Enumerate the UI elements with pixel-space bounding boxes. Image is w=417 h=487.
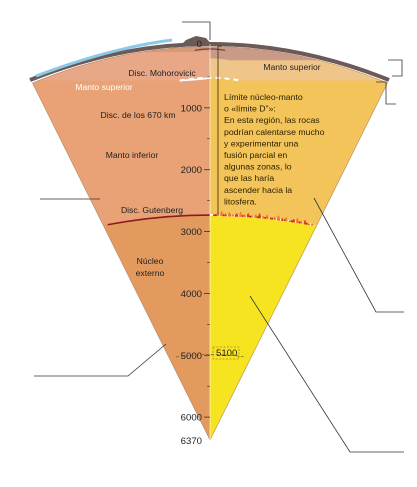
depth-tick-label: 2000 xyxy=(181,165,202,176)
mountain-bump xyxy=(180,36,212,46)
leader-right-d-layer xyxy=(313,197,404,313)
depth-tick-label: 5000 xyxy=(181,351,202,362)
annotation-line: En esta región, las rocas xyxy=(224,115,320,125)
label-upper-mantle-left: Manto superior xyxy=(75,82,132,92)
leader-lines xyxy=(34,21,404,453)
d-layer-plumes xyxy=(212,210,311,226)
annotation-line: algunas zonas, lo xyxy=(224,162,292,172)
d-layer-plume xyxy=(269,217,273,220)
depth-tick-label: 6370 xyxy=(181,436,202,447)
d-layer-plume xyxy=(227,211,231,217)
label-outer-core-line1: Núcleo xyxy=(137,256,164,266)
label-upper-mantle-right: Manto superior xyxy=(263,62,320,72)
inner-core-depth-mark: 5100 xyxy=(216,348,237,359)
d-layer-plume xyxy=(288,219,292,222)
d-layer-plume xyxy=(303,220,307,225)
depth-tick-label: 6000 xyxy=(181,413,202,424)
d-layer-plume xyxy=(276,215,281,221)
label-lower-mantle: Manto inferior xyxy=(106,150,159,160)
inner-core-dashed-arc xyxy=(175,354,247,358)
transition-zone-fill xyxy=(210,46,388,81)
depth-tick-label: 0 xyxy=(197,39,202,50)
d-layer-plume xyxy=(231,214,235,217)
annotation-line: o «límite D"»: xyxy=(224,104,276,114)
annotation-line: Límite núcleo-manto xyxy=(224,92,303,102)
annotation-text: Límite núcleo-manto o «límite D"»:En esta… xyxy=(224,92,325,206)
d-layer-plume xyxy=(307,223,311,226)
leader-right-second xyxy=(376,81,396,105)
d-layer-plume xyxy=(257,213,262,219)
leader-top-center xyxy=(182,21,211,40)
label-gutenberg: Disc. Gutenberg xyxy=(121,205,183,215)
annotation-line: que las haría xyxy=(224,173,274,183)
leader-right-core xyxy=(249,295,404,453)
d-layer-plume xyxy=(239,211,243,217)
inner-core-mark-frame xyxy=(212,346,240,360)
d-layer-plume xyxy=(280,218,284,221)
annotation-line: fusión parcial en xyxy=(224,150,287,160)
d-layer-plume xyxy=(265,214,269,220)
annotation-line: ascender hacia la xyxy=(224,185,292,195)
d-layer-plume xyxy=(246,213,250,218)
label-outer-core-line2: externo xyxy=(136,268,165,278)
d-layer-plume xyxy=(220,210,224,217)
leader-right-top xyxy=(388,59,403,77)
depth-tick-label: 1000 xyxy=(181,103,202,114)
depth-tick-label: 3000 xyxy=(181,227,202,238)
d-layer-plume xyxy=(273,216,277,220)
annotation-line: podrían calentarse mucho xyxy=(224,127,325,137)
depth-scale: 0 1000 2000 3000 4000 5000 6000 6370 xyxy=(181,39,210,447)
d-layer-plume xyxy=(254,214,258,218)
d-layer-plume xyxy=(292,218,296,223)
d-layer-plume xyxy=(223,213,228,217)
d-layer-plume xyxy=(295,217,300,224)
d-layer-plume xyxy=(261,215,265,219)
depth-tick-label: 4000 xyxy=(181,289,202,300)
leader-left-lower xyxy=(34,343,167,377)
d-layer-plume xyxy=(299,220,303,224)
ocean-strip xyxy=(35,38,173,78)
annotation-line: litosfera. xyxy=(224,196,257,206)
d-layer-plume xyxy=(212,214,216,217)
label-disc-670: Disc. de los 670 km xyxy=(101,110,176,120)
label-moho: Disc. Mohorovicic xyxy=(128,68,196,78)
d-layer-plume xyxy=(216,212,220,217)
left-upper-mantle-fill xyxy=(32,46,210,81)
d-layer-plume xyxy=(235,213,239,217)
d-layer-plume xyxy=(242,214,246,218)
d-layer-plume xyxy=(250,215,254,218)
d-layer-plume xyxy=(284,217,288,222)
annotation-line: y experimentar una xyxy=(224,138,299,148)
